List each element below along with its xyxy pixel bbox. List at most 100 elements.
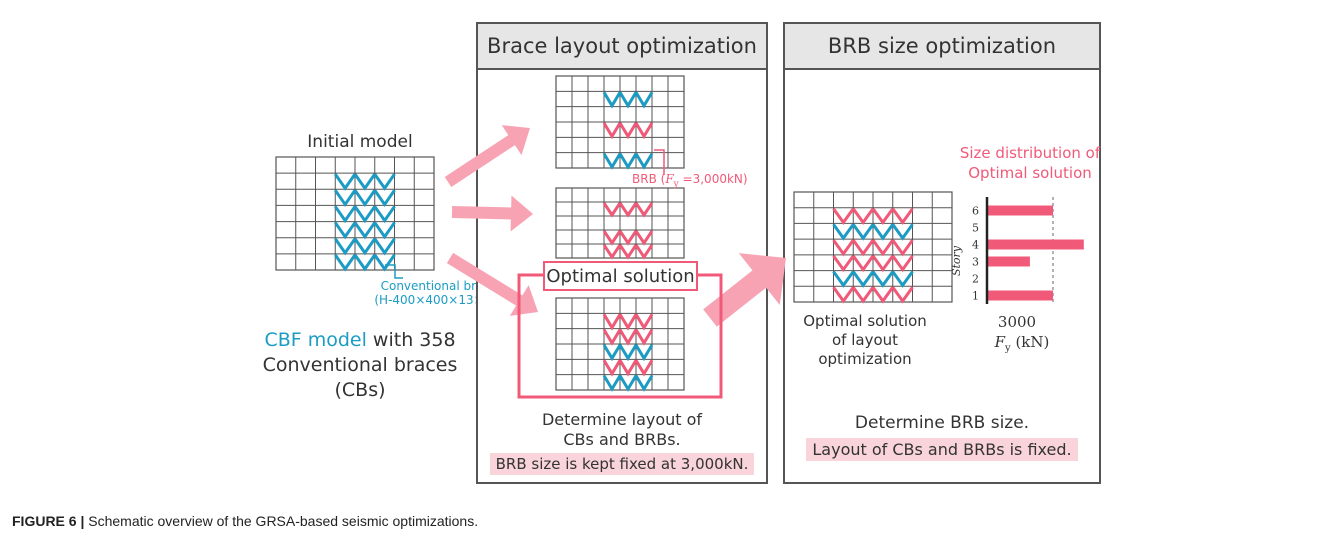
conventional-brace <box>618 374 638 392</box>
brb-brace <box>618 328 638 346</box>
brb-brace <box>852 286 875 304</box>
brb-brace <box>852 239 875 257</box>
conventional-brace <box>634 91 654 109</box>
conventional-brace <box>353 253 376 272</box>
bar-story-3 <box>987 256 1030 267</box>
story-tick-label: 3 <box>972 256 979 269</box>
conventional-brace <box>373 189 396 208</box>
layout-fixed-note: BRB size is kept fixed at 3,000kN. <box>486 453 758 475</box>
brb-brace <box>602 230 622 246</box>
caption-label: FIGURE 6 | <box>12 513 85 529</box>
brb-brace <box>891 254 914 273</box>
conventional-brace <box>618 344 638 362</box>
story-tick-label: 5 <box>972 222 979 235</box>
brb-brace <box>618 230 638 246</box>
conventional-brace <box>871 270 894 288</box>
brb-brace <box>634 359 654 377</box>
brb-brace <box>618 359 638 377</box>
conventional-brace <box>353 237 376 256</box>
size-determine-text: Determine BRB size. <box>854 413 1030 433</box>
conventional-brace <box>353 205 376 224</box>
brb-brace <box>634 202 654 218</box>
brb-brace <box>634 313 654 331</box>
size-distribution-title: Size distribution of Optimal solution <box>959 144 1101 182</box>
chart-tick-label: 3000 <box>997 313 1037 331</box>
conventional-brace <box>602 374 622 392</box>
story-tick-label: 6 <box>972 205 979 218</box>
conventional-brace <box>334 173 357 191</box>
conventional-brace <box>353 189 376 208</box>
bar-story-4 <box>987 239 1084 250</box>
story-tick-label: 4 <box>972 239 979 252</box>
brb-brace <box>891 286 914 304</box>
brb-brace <box>602 328 622 346</box>
cbf-model-description: CBF model with 358 Conventional braces (… <box>262 329 458 401</box>
size-fixed-note: Layout of CBs and BRBs is fixed. <box>790 438 1094 461</box>
conventional-brace <box>891 223 914 241</box>
figure-caption: FIGURE 6 | Schematic overview of the GRS… <box>12 513 478 529</box>
conventional-brace <box>618 152 638 170</box>
conventional-brace <box>373 221 396 240</box>
brb-brace <box>618 202 638 218</box>
cbf-model-label: CBF model <box>264 329 367 351</box>
conventional-brace <box>353 221 376 240</box>
layout-determine-text: Determine layout of CBs and BRBs. <box>541 410 703 449</box>
brb-brace <box>871 254 894 273</box>
brb-brace <box>634 328 654 346</box>
conventional-brace-label: Conventional brace (H-400×400×13×21) <box>374 279 504 307</box>
brb-brace <box>871 207 894 225</box>
initial-frame <box>275 156 435 272</box>
arrow-to-candidate-2 <box>451 195 533 232</box>
conventional-brace <box>373 173 396 191</box>
conventional-brace <box>602 152 622 170</box>
brb-brace <box>852 254 875 273</box>
brb-brace <box>618 244 638 260</box>
story-tick-label: 1 <box>972 290 979 303</box>
caption-text: Schematic overview of the GRSA-based sei… <box>84 513 479 529</box>
conventional-brace <box>852 270 875 288</box>
conventional-brace <box>871 223 894 241</box>
chart-x-axis-label: Fy (kN) <box>994 333 1050 354</box>
size-panel-title: BRB size optimization <box>785 24 1099 70</box>
conventional-brace <box>618 91 638 109</box>
brb-brace <box>832 239 855 257</box>
conventional-brace <box>832 270 855 288</box>
conventional-brace <box>634 344 654 362</box>
conventional-brace <box>634 152 654 170</box>
optimal-candidate-frame <box>555 297 685 392</box>
brb-brace <box>832 286 855 304</box>
conventional-brace <box>334 237 357 256</box>
brb-brace <box>832 207 855 225</box>
conventional-brace <box>353 173 376 191</box>
conventional-brace <box>373 205 396 224</box>
brb-brace <box>602 359 622 377</box>
brb-brace <box>891 207 914 225</box>
brb-brace <box>634 122 654 140</box>
conventional-brace <box>891 270 914 288</box>
conventional-brace <box>832 223 855 241</box>
conventional-brace <box>373 253 396 272</box>
candidate-frame-1 <box>555 75 685 170</box>
candidate-frame-2 <box>555 187 685 260</box>
brb-brace <box>602 202 622 218</box>
size-optimization-panel: BRB size optimization <box>783 22 1101 484</box>
arrow-to-candidate-1 <box>444 125 530 188</box>
optimal-layout-model-label: Optimal solution of layout optimization <box>803 312 927 368</box>
conventional-brace <box>373 237 396 256</box>
brb-brace <box>891 239 914 257</box>
brb-brace <box>602 122 622 140</box>
conventional-brace <box>334 189 357 208</box>
brb-brace <box>871 239 894 257</box>
chart-y-axis-label: Story <box>950 245 963 276</box>
layout-optimization-panel: Brace layout optimization <box>476 22 768 484</box>
optimal-solution-label: Optimal solution <box>543 261 698 291</box>
brb-brace <box>618 122 638 140</box>
story-tick-label: 2 <box>972 273 979 286</box>
bar-story-6 <box>987 205 1053 216</box>
layout-panel-title: Brace layout optimization <box>478 24 766 70</box>
initial-model-title: Initial model <box>307 132 413 152</box>
conventional-brace <box>602 91 622 109</box>
